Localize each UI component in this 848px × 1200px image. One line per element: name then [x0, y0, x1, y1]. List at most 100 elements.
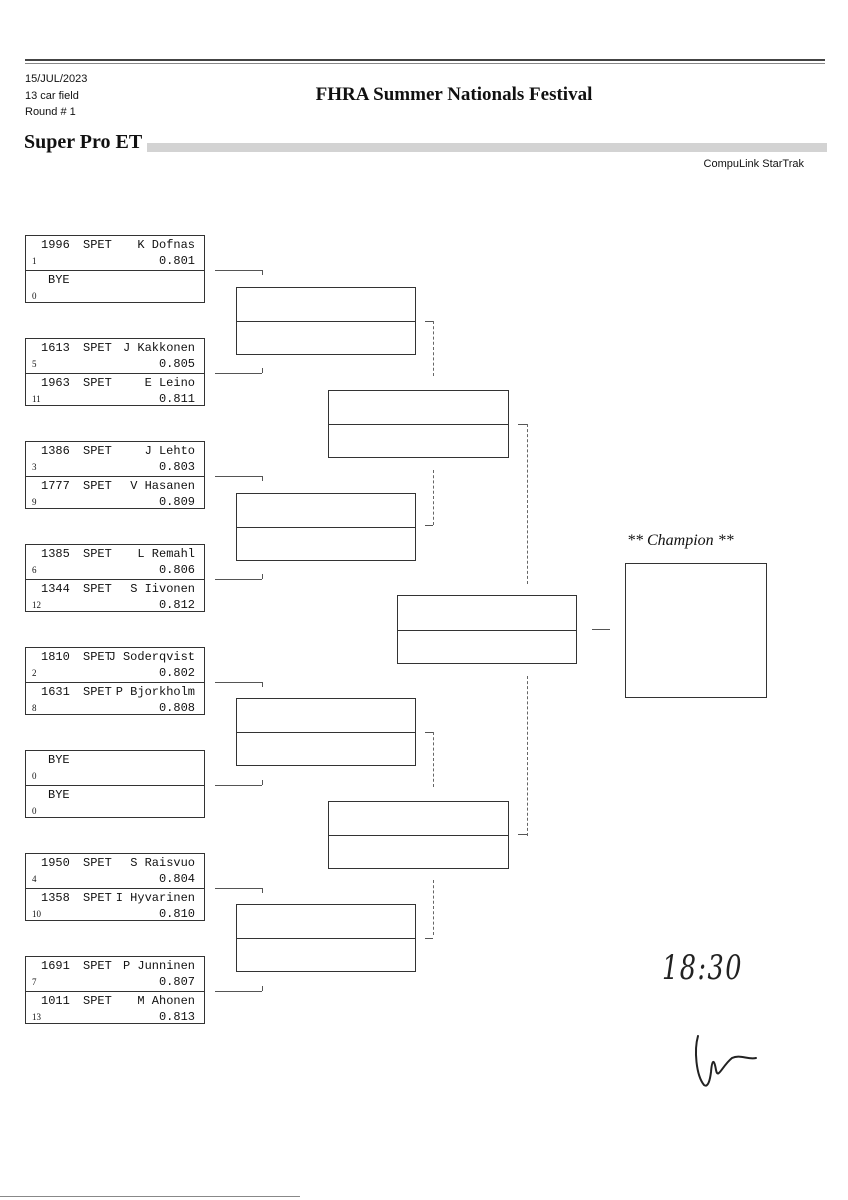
driver-name: K Dofnas — [137, 238, 195, 252]
seed-number: 11 — [32, 394, 41, 404]
connector-tick — [262, 368, 263, 373]
dashed-connector — [433, 321, 434, 376]
handwritten-signature — [695, 1035, 757, 1087]
car-number: 1963 — [41, 376, 70, 390]
dial-in-time: 0.812 — [158, 598, 195, 612]
brand-label: CompuLink StarTrak — [703, 158, 804, 170]
box-divider — [329, 424, 508, 425]
seed-number: 7 — [32, 977, 37, 987]
connector-line — [215, 888, 262, 889]
champion-box — [625, 563, 767, 698]
car-number: 1691 — [41, 959, 70, 973]
connector-line — [215, 579, 262, 580]
dial-in-time: 0.803 — [158, 460, 195, 474]
seed-number: 5 — [32, 359, 37, 369]
seed-number: 8 — [32, 703, 37, 713]
driver-name: J Soderqvist — [108, 650, 195, 664]
connector-line — [215, 373, 262, 374]
connector-tick — [262, 574, 263, 579]
round3-matchup-box — [328, 801, 509, 869]
box-divider — [237, 527, 415, 528]
connector-tick — [262, 780, 263, 785]
dial-in-time: 0.805 — [158, 357, 195, 371]
car-number: 1996 — [41, 238, 70, 252]
car-class: SPET — [83, 376, 112, 390]
event-date: 15/JUL/2023 — [25, 73, 88, 85]
seed-number: 13 — [32, 1012, 41, 1022]
driver-name: V Hasanen — [130, 479, 195, 493]
driver-name: P Bjorkholm — [115, 685, 195, 699]
connector-tick — [262, 476, 263, 481]
car-class: SPET — [83, 238, 112, 252]
seed-number: 10 — [32, 909, 41, 919]
seed-number: 9 — [32, 497, 37, 507]
driver-name: J Lehto — [144, 444, 195, 458]
round3-matchup-box — [328, 390, 509, 458]
car-class: SPET — [83, 444, 112, 458]
racer-slot: BYE 0 — [26, 270, 204, 305]
car-number: 1358 — [41, 891, 70, 905]
dial-in-time: 0.804 — [158, 872, 195, 886]
seed-number: 6 — [32, 565, 37, 575]
connector-line — [215, 785, 262, 786]
connector-line — [215, 270, 262, 271]
connector-line — [215, 682, 262, 683]
dial-in-time: 0.807 — [158, 975, 195, 989]
bye-label: BYE — [48, 273, 70, 287]
dashed-connector — [433, 470, 434, 525]
header-rule — [25, 59, 825, 61]
dashed-connector — [527, 676, 528, 836]
event-title: FHRA Summer Nationals Festival — [315, 84, 593, 105]
field-size: 13 car field — [25, 90, 79, 102]
seed-number: 4 — [32, 874, 37, 884]
seed-number: 3 — [32, 462, 37, 472]
box-divider — [237, 938, 415, 939]
box-divider — [398, 629, 576, 631]
dashed-connector — [527, 424, 528, 584]
car-number: 1777 — [41, 479, 70, 493]
car-class: SPET — [83, 582, 112, 596]
car-number: 1950 — [41, 856, 70, 870]
dial-in-time: 0.813 — [158, 1010, 195, 1024]
connector-line — [425, 321, 433, 322]
round-number: Round # 1 — [25, 106, 76, 118]
round2-matchup-box — [236, 287, 416, 355]
seed-number: 2 — [32, 668, 37, 678]
car-class: SPET — [83, 685, 112, 699]
dashed-connector — [433, 880, 434, 935]
connector-line — [518, 424, 527, 425]
car-number: 1810 — [41, 650, 70, 664]
car-class: SPET — [83, 479, 112, 493]
racer-slot: 1385 SPET L Remahl 0.806 6 — [26, 545, 204, 579]
car-class: SPET — [83, 547, 112, 561]
seed-number: 0 — [32, 806, 37, 816]
seed-number: 1 — [32, 256, 37, 266]
car-class: SPET — [83, 650, 112, 664]
dial-in-time: 0.806 — [158, 563, 195, 577]
seed-number: 0 — [32, 291, 37, 301]
car-number: 1385 — [41, 547, 70, 561]
car-number: 1631 — [41, 685, 70, 699]
connector-line — [215, 991, 262, 992]
driver-name: J Kakkonen — [122, 341, 195, 355]
driver-name: L Remahl — [137, 547, 195, 561]
driver-name: I Hyvarinen — [115, 891, 195, 905]
box-divider — [329, 835, 508, 836]
car-number: 1613 — [41, 341, 70, 355]
seed-number: 12 — [32, 600, 41, 610]
driver-name: S Iivonen — [130, 582, 195, 596]
header-rule-thin — [25, 63, 825, 64]
driver-name: M Ahonen — [137, 994, 195, 1008]
driver-name: P Junninen — [122, 959, 195, 973]
